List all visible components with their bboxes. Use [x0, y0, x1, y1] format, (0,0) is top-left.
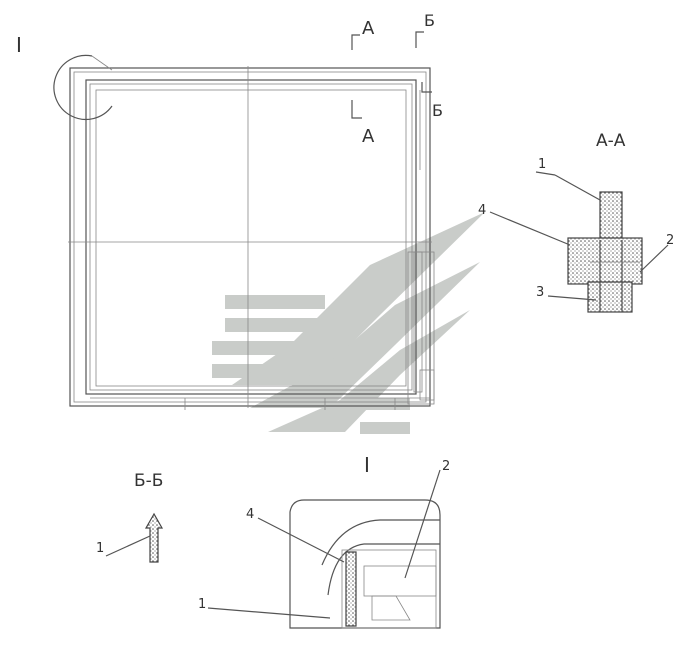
detail-view-label: I	[364, 453, 370, 477]
section-a-top-label: A	[362, 18, 375, 39]
section-aa: А-А 1 4 2 3	[478, 131, 674, 313]
callout-aa-3: 3	[536, 285, 544, 300]
section-bb: Б-Б 1	[96, 471, 163, 563]
callout-detail-1: 1	[198, 597, 206, 612]
main-frame-view	[68, 66, 435, 410]
section-markers: A A Б Б	[351, 11, 443, 147]
detail-circle-i: I	[16, 33, 113, 120]
callout-aa-4: 4	[478, 203, 486, 218]
callout-aa-1: 1	[538, 157, 546, 172]
callout-detail-2: 2	[442, 459, 450, 474]
detail-label-i: I	[16, 33, 22, 57]
callout-aa-2: 2	[666, 233, 674, 248]
section-b-top-label: Б	[424, 11, 435, 30]
callout-bb-1: 1	[96, 541, 104, 556]
callout-detail-4: 4	[246, 507, 254, 522]
section-b-bottom-label: Б	[432, 101, 443, 120]
watermark-logo	[212, 212, 485, 434]
section-bb-title: Б-Б	[134, 471, 163, 491]
detail-view-i: I 2 4 1	[198, 453, 450, 629]
section-aa-title: А-А	[596, 131, 626, 151]
section-a-bottom-label: A	[362, 126, 375, 147]
